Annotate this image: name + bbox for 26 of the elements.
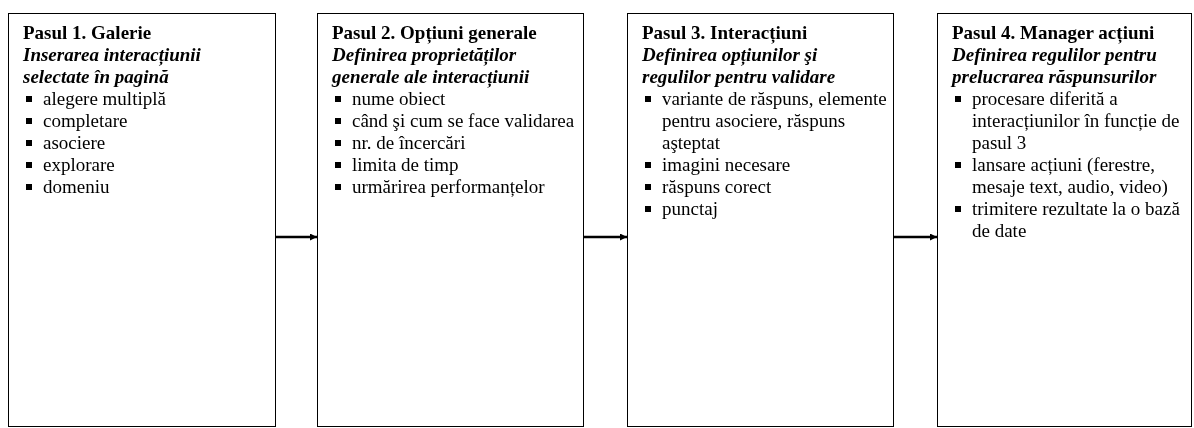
list-item-text: punctaj (662, 198, 718, 219)
list-item-text: completare (43, 110, 128, 131)
list-item-text: nume obiect (352, 88, 446, 109)
step-box (627, 13, 894, 427)
list-item-text: nr. de încercări (352, 132, 466, 153)
step-heading: Pasul 3. Interacțiuni (642, 22, 809, 44)
step-box (937, 13, 1192, 427)
list-item-text: explorare (43, 154, 115, 175)
list-item-text: trimitere rezultate la o bază de date (972, 198, 1180, 241)
step-heading: Pasul 4. Manager acțiuni (952, 22, 1156, 44)
list-item-text: lansare acțiuni (ferestre, mesaje text, audio, video) (972, 154, 1168, 197)
step-heading: Pasul 1. Galerie (23, 22, 153, 44)
list-item-text: domeniu (43, 176, 110, 197)
step-box (8, 13, 276, 427)
arrow (894, 233, 937, 241)
arrow (276, 233, 317, 241)
list-item-text: răspuns corect (662, 176, 772, 197)
step-box (317, 13, 584, 427)
arrow (584, 233, 627, 241)
list-item-text: alegere multiplă (43, 88, 166, 109)
list-item-text: limita de timp (352, 154, 459, 175)
list-item-text: imagini necesare (662, 154, 791, 175)
list-item-text: urmărirea performanțelor (352, 176, 545, 197)
step-heading: Pasul 2. Opțiuni generale (332, 22, 538, 44)
list-item-text: asociere (43, 132, 106, 153)
list-item-text: când şi cum se face validarea (352, 110, 575, 131)
